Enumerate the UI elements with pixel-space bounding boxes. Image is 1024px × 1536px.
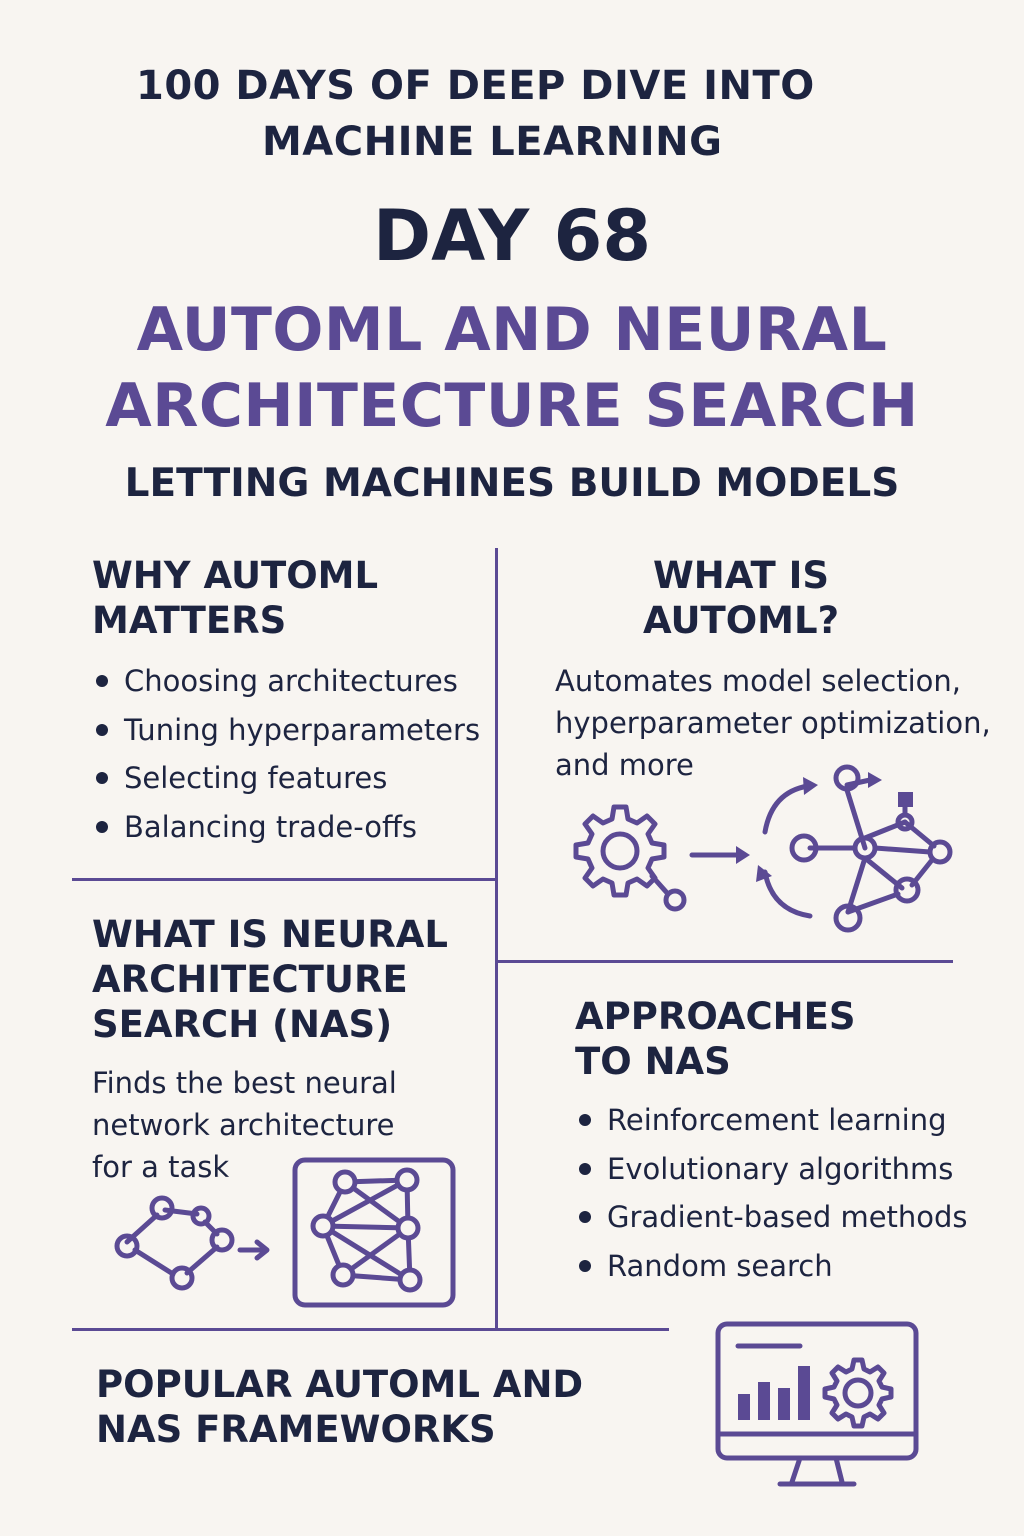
what-is-nas-title-line2: ARCHITECTURE [92,958,408,1001]
arrow-right-icon [237,1239,270,1261]
frameworks-title: POPULAR AUTOML AND NAS FRAMEWORKS [96,1362,583,1452]
list-item: Gradient-based methods [575,1193,968,1242]
list-item: Random search [575,1242,968,1291]
arrow-right-icon [689,846,750,864]
what-is-automl-title-line1: WHAT IS [652,554,830,597]
divider-left-middle [72,878,496,881]
approaches-title-line2: TO NAS [575,1040,731,1083]
small-graph-icon [114,1195,235,1291]
what-is-automl-desc-line3: and more [555,748,694,782]
topic-title: AUTOML AND NEURAL ARCHITECTURE SEARCH [0,292,1024,444]
why-automl-title-line2: MATTERS [92,599,287,642]
topic-title-line2: ARCHITECTURE SEARCH [105,371,919,441]
tagline: LETTING MACHINES BUILD MODELS [124,461,900,506]
why-automl-title: WHY AUTOML MATTERS [92,553,378,643]
dense-network-box-icon [292,1157,456,1308]
frameworks-title-line1: POPULAR AUTOML AND [96,1363,584,1406]
what-is-automl-title-line2: AUTOML? [642,599,840,642]
list-item: Selecting features [92,754,480,803]
what-is-automl-desc-line1: Automates model selection, [555,664,961,698]
day-number: DAY 68 [372,195,652,277]
divider-right-middle [497,960,953,963]
frameworks-title-line2: NAS FRAMEWORKS [96,1408,496,1451]
what-is-nas-title-line3: SEARCH (NAS) [92,1003,393,1046]
list-item: Choosing architectures [92,657,480,706]
what-is-automl-desc-line2: hyperparameter optimization, [555,706,991,740]
list-item: Reinforcement learning [575,1096,968,1145]
list-item: Tuning hyperparameters [92,706,480,755]
what-is-automl-title: WHAT IS AUTOML? [498,553,984,643]
divider-vertical [495,548,498,1329]
monitor-chart-gear-icon [715,1321,919,1487]
automl-diagram [573,764,953,933]
what-is-nas-title-line1: WHAT IS NEURAL [92,913,448,956]
approaches-title: APPROACHES TO NAS [575,994,856,1084]
approaches-title-line1: APPROACHES [575,995,856,1038]
divider-bottom [72,1328,669,1331]
why-automl-list: Choosing architectures Tuning hyperparam… [92,657,480,851]
series-title-line1: 100 DAYS OF DEEP DIVE INTO [136,63,815,109]
what-is-automl-description: Automates model selection, hyperparamete… [555,660,991,786]
topic-title-line1: AUTOML AND NEURAL [136,295,888,365]
what-is-nas-desc-line1: Finds the best neural [92,1066,397,1100]
what-is-nas-title: WHAT IS NEURAL ARCHITECTURE SEARCH (NAS) [92,912,448,1047]
what-is-nas-desc-line3: for a task [92,1150,230,1184]
what-is-nas-desc-line2: network architecture [92,1108,395,1142]
list-item: Balancing trade-offs [92,803,480,852]
network-graph-icon [789,764,953,933]
gear-icon [573,804,687,912]
series-title-line2: MACHINE LEARNING [262,119,723,165]
what-is-nas-description: Finds the best neural network architectu… [92,1062,397,1188]
why-automl-title-line1: WHY AUTOML [92,554,379,597]
cycle-arrows-icon [756,777,818,919]
nas-diagram [114,1157,456,1308]
approaches-list: Reinforcement learning Evolutionary algo… [575,1096,968,1290]
list-item: Evolutionary algorithms [575,1145,968,1194]
